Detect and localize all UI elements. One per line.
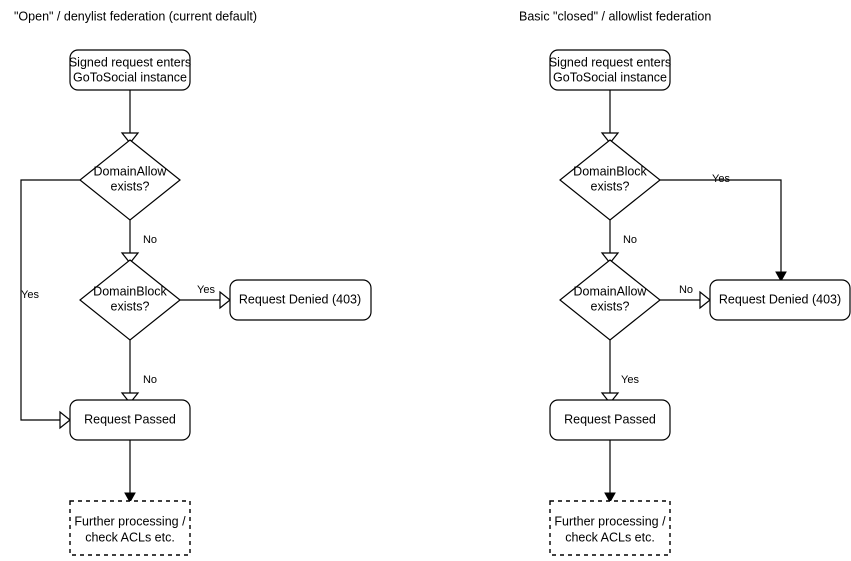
edge-domainallow-no: No bbox=[660, 284, 711, 310]
node-domainallow-allowlist: DomainAllow exists? bbox=[559, 259, 661, 341]
node-further-processing-line2: check ACLs etc. bbox=[565, 530, 655, 544]
edge-label-domainallow-yes: Yes bbox=[21, 289, 39, 301]
edge-domainblock-yes: Yes bbox=[180, 284, 231, 310]
edge-label-domainblock-no: No bbox=[623, 234, 637, 246]
edge-domainblock-yes: Yes bbox=[660, 173, 787, 283]
node-further-processing-shape bbox=[69, 500, 191, 556]
edge-label-domainblock-yes: Yes bbox=[197, 284, 215, 296]
node-further-processing-shape bbox=[549, 500, 671, 556]
node-request-passed-label: Request Passed bbox=[84, 412, 176, 426]
edge-domainallow-yes: Yes bbox=[20, 179, 80, 430]
edge-label-domainallow-no: No bbox=[679, 284, 693, 296]
node-domainblock-line1: DomainBlock bbox=[93, 284, 167, 298]
node-domainblock-line2: exists? bbox=[591, 179, 630, 193]
edge-domainallow-no: No bbox=[120, 220, 157, 264]
node-request-denied-shape bbox=[229, 279, 372, 321]
node-domainallow-denylist: DomainAllow exists? bbox=[79, 139, 181, 221]
node-request-denied-denylist: Request Denied (403) bbox=[229, 279, 372, 321]
edge-domainblock-no: No bbox=[600, 220, 637, 264]
node-further-processing-line2: check ACLs etc. bbox=[85, 530, 175, 544]
node-start-line2: GoToSocial instance bbox=[73, 70, 187, 84]
edge-passed-to-further bbox=[604, 440, 616, 504]
node-further-processing-denylist: Further processing / check ACLs etc. bbox=[69, 500, 191, 556]
node-domainallow-line2: exists? bbox=[591, 299, 630, 313]
node-start-allowlist: Signed request enters GoToSocial instanc… bbox=[549, 49, 671, 91]
node-request-passed-allowlist: Request Passed bbox=[549, 399, 671, 441]
node-request-denied-label: Request Denied (403) bbox=[239, 292, 361, 306]
node-domainblock-denylist: DomainBlock exists? bbox=[79, 259, 181, 341]
diagram-title-denylist: "Open" / denylist federation (current de… bbox=[14, 9, 257, 23]
node-start-line1: Signed request enters bbox=[69, 55, 191, 69]
diagram-title-allowlist: Basic "closed" / allowlist federation bbox=[519, 9, 711, 23]
node-domainallow-line2: exists? bbox=[111, 179, 150, 193]
node-domainblock-line2: exists? bbox=[111, 299, 150, 313]
node-request-passed-denylist: Request Passed bbox=[69, 399, 191, 441]
node-domainallow-line1: DomainAllow bbox=[574, 284, 648, 298]
edge-label-domainallow-yes: Yes bbox=[621, 374, 639, 386]
node-request-denied-shape bbox=[709, 279, 851, 321]
edge-passed-to-further bbox=[124, 440, 136, 504]
edge-label-domainblock-no: No bbox=[143, 374, 157, 386]
node-further-processing-line1: Further processing / bbox=[554, 514, 666, 528]
node-domainblock-allowlist: DomainBlock exists? bbox=[559, 139, 661, 221]
node-start-line2: GoToSocial instance bbox=[553, 70, 667, 84]
edge-start-to-domainblock bbox=[600, 90, 620, 144]
node-further-processing-allowlist: Further processing / check ACLs etc. bbox=[549, 500, 671, 556]
node-request-denied-allowlist: Request Denied (403) bbox=[709, 279, 851, 321]
edge-start-to-domainallow bbox=[120, 90, 140, 144]
edge-domainblock-no: No bbox=[120, 340, 157, 404]
node-domainblock-line1: DomainBlock bbox=[573, 164, 647, 178]
diagram-allowlist: Basic "closed" / allowlist federation Si… bbox=[519, 9, 851, 556]
node-further-processing-line1: Further processing / bbox=[74, 514, 186, 528]
edge-domainallow-yes: Yes bbox=[600, 340, 639, 404]
node-start-line1: Signed request enters bbox=[549, 55, 671, 69]
node-request-passed-label: Request Passed bbox=[564, 412, 656, 426]
edge-label-domainblock-yes: Yes bbox=[712, 173, 730, 185]
node-start-denylist: Signed request enters GoToSocial instanc… bbox=[69, 49, 191, 91]
node-request-denied-label: Request Denied (403) bbox=[719, 292, 841, 306]
node-domainallow-line1: DomainAllow bbox=[94, 164, 168, 178]
edge-label-domainallow-no: No bbox=[143, 234, 157, 246]
diagram-denylist: "Open" / denylist federation (current de… bbox=[14, 9, 372, 556]
